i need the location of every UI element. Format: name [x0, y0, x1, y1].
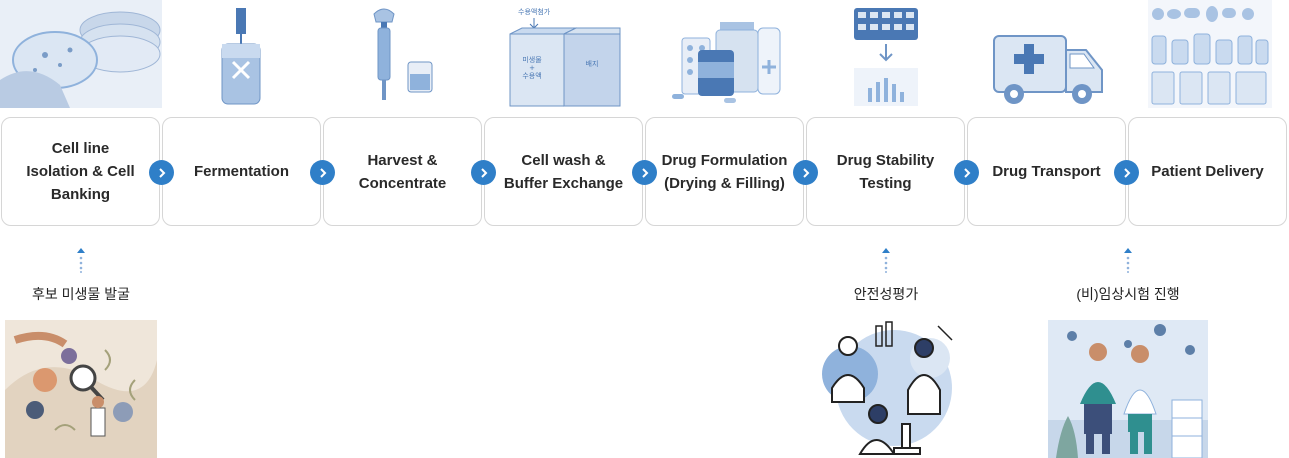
left-tank-label-2: + — [529, 64, 535, 72]
chevron-right-icon — [1114, 160, 1139, 185]
pills-illustration — [1148, 0, 1272, 108]
step-label: Harvest & Concentrate — [358, 151, 447, 192]
medicine-bottles-icon — [672, 22, 781, 103]
step-label: Fermentation — [193, 163, 289, 180]
ambulance-icon — [993, 35, 1103, 104]
lab-scientists-icon — [822, 321, 953, 455]
step-label: Patient Delivery — [1151, 163, 1264, 180]
left-tank-label-1: 미생물 — [522, 55, 542, 64]
chevron-right-icon — [954, 160, 979, 185]
ambulance-illustration — [990, 0, 1106, 108]
petri-dish-icon — [0, 0, 162, 108]
step-card-harvest: Harvest & Concentrate — [323, 117, 482, 226]
chevron-right-icon — [793, 160, 818, 185]
safety-evaluation-illustration — [814, 318, 960, 458]
dotted-up-arrow-icon — [881, 247, 891, 273]
note-safety: 안전성평가 — [853, 286, 919, 302]
clinical-trial-illustration — [1048, 320, 1208, 458]
dotted-up-arrow-icon — [1123, 247, 1133, 273]
chevron-right-icon — [310, 160, 335, 185]
stability-chart-icon — [854, 8, 918, 106]
vaccination-icon — [1048, 320, 1208, 458]
note-discovery: 후보 미생물 발굴 — [32, 286, 130, 302]
buffer-add-label: 수용액첨가 — [518, 7, 551, 16]
dotted-up-arrow-icon — [76, 247, 86, 273]
stability-illustration — [852, 0, 920, 108]
step-card-formulation: Drug Formulation (Drying & Filling) — [645, 117, 804, 226]
chevron-right-icon — [632, 160, 657, 185]
step-label: Drug Transport — [992, 163, 1101, 180]
step-card-cell-line: Cell line Isolation & Cell Banking — [1, 117, 160, 226]
separatory-funnel-icon — [373, 8, 433, 100]
step-label: Drug Formulation (Drying & Filling) — [661, 151, 788, 192]
step-card-fermentation: Fermentation — [162, 117, 321, 226]
chevron-right-icon — [149, 160, 174, 185]
step-card-transport: Drug Transport — [967, 117, 1126, 226]
buffer-tank-icon: 수용액첨가 미생물 + 수용액 배지 — [509, 7, 621, 107]
microbe-discovery-illustration — [5, 320, 157, 458]
step-label: Drug Stability Testing — [836, 151, 935, 192]
medicine-illustration — [668, 0, 784, 108]
note-clinical: (비)임상시험 진행 — [1076, 286, 1180, 302]
microscope-research-icon — [5, 320, 157, 458]
left-tank-label-3: 수용액 — [522, 72, 541, 80]
fermenter-illustration — [205, 0, 277, 108]
funnel-illustration — [362, 0, 442, 108]
step-card-cell-wash: Cell wash & Buffer Exchange — [484, 117, 643, 226]
pills-icon — [1148, 0, 1272, 108]
chevron-right-icon — [471, 160, 496, 185]
step-label: Cell wash & Buffer Exchange — [503, 151, 624, 192]
step-card-patient: Patient Delivery — [1128, 117, 1287, 226]
step-card-stability: Drug Stability Testing — [806, 117, 965, 226]
fermenter-icon — [221, 8, 261, 105]
step-label: Cell line Isolation & Cell Banking — [26, 140, 135, 203]
buffer-tank-illustration: 수용액첨가 미생물 + 수용액 배지 — [508, 0, 622, 108]
right-tank-label: 배지 — [586, 59, 599, 68]
petri-dish-illustration — [0, 0, 162, 108]
